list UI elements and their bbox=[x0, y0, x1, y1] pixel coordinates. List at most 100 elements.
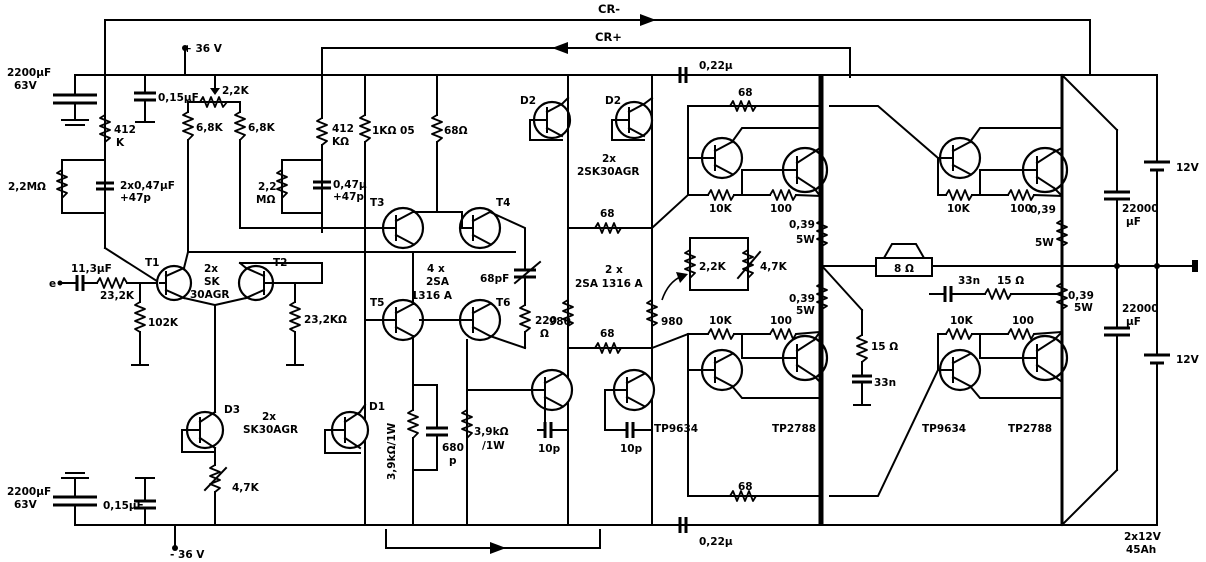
svg-text:D2: D2 bbox=[605, 95, 621, 107]
svg-text:TP2788: TP2788 bbox=[1008, 423, 1052, 435]
svg-text:10K: 10K bbox=[950, 315, 974, 327]
svg-text:5W: 5W bbox=[796, 305, 815, 317]
zobel-left: 15 Ω 33n bbox=[820, 264, 898, 406]
driver-bottom-right: 10p bbox=[604, 368, 656, 455]
c022-bot: 0,22µ bbox=[678, 517, 733, 548]
svg-text:10K: 10K bbox=[947, 203, 971, 215]
output-right-top: 10K 100 bbox=[829, 105, 1069, 215]
svg-text:220: 220 bbox=[535, 315, 557, 327]
r22m-left-network: 2,2MΩ 2x0,47µF +47p bbox=[8, 159, 175, 285]
svg-text:0,22µ: 0,22µ bbox=[699, 60, 733, 72]
svg-text:68Ω: 68Ω bbox=[444, 125, 468, 137]
r39k-and-c680: 3,9kΩ/1W 680 p 3,9kΩ /1W bbox=[386, 384, 509, 526]
svg-text:2x: 2x bbox=[204, 263, 218, 275]
transistor-t5: T5 bbox=[364, 251, 425, 386]
svg-text:Ω: Ω bbox=[540, 328, 549, 340]
svg-text:23,2KΩ: 23,2KΩ bbox=[304, 314, 347, 326]
svg-text:4,7K: 4,7K bbox=[232, 482, 260, 494]
svg-text:5W: 5W bbox=[1035, 237, 1054, 249]
svg-text:680: 680 bbox=[442, 442, 464, 454]
svg-text:2,2: 2,2 bbox=[258, 181, 277, 193]
svg-text:KΩ: KΩ bbox=[332, 136, 349, 148]
svg-text:100: 100 bbox=[770, 315, 792, 327]
transistor-t6: T6 bbox=[419, 297, 527, 526]
svg-text:D1: D1 bbox=[369, 401, 385, 413]
svg-text:TP9634: TP9634 bbox=[654, 423, 698, 435]
svg-text:TP9634: TP9634 bbox=[922, 423, 966, 435]
svg-text:6,8K: 6,8K bbox=[196, 122, 224, 134]
svg-text:100: 100 bbox=[1012, 315, 1034, 327]
output-left-bottom: 10K 100 68 TP9634 TP2788 bbox=[650, 315, 829, 502]
svg-text:p: p bbox=[449, 455, 457, 467]
svg-text:6,8K: 6,8K bbox=[248, 122, 276, 134]
svg-text:10K: 10K bbox=[709, 203, 733, 215]
svg-text:T5: T5 bbox=[370, 297, 384, 309]
svg-text:T1: T1 bbox=[145, 257, 159, 269]
svg-text:2x: 2x bbox=[262, 411, 276, 423]
svg-text:10p: 10p bbox=[538, 443, 561, 455]
svg-text:100: 100 bbox=[770, 203, 792, 215]
svg-text:TP2788: TP2788 bbox=[772, 423, 816, 435]
negative-rail: - 36 V bbox=[74, 524, 1063, 561]
d2-left: D2 bbox=[520, 95, 572, 141]
svg-text:10p: 10p bbox=[620, 443, 643, 455]
r412k-right: 412 KΩ 2,2 MΩ 0,47µ +47p bbox=[256, 74, 367, 284]
transistor-t3: T3 bbox=[370, 197, 463, 250]
bias-network: 2,2K 4,7K bbox=[661, 237, 788, 301]
cap-015-top: 0,15µF bbox=[134, 74, 199, 123]
svg-text:10K: 10K bbox=[709, 315, 733, 327]
input-res-label: 23,2K bbox=[100, 290, 135, 302]
d2-right: D2 2x 2SK30AGR bbox=[577, 95, 654, 178]
svg-text:22000: 22000 bbox=[1122, 203, 1159, 215]
svg-text:3,9kΩ: 3,9kΩ bbox=[474, 426, 509, 438]
svg-text:15 Ω: 15 Ω bbox=[871, 341, 898, 353]
svg-text:0,39: 0,39 bbox=[1030, 204, 1056, 216]
svg-text:0,39: 0,39 bbox=[1068, 290, 1094, 302]
cap-2200-bot-volt: 63V bbox=[14, 499, 38, 511]
d1-current-source: D1 bbox=[324, 401, 385, 454]
svg-text:1KΩ 05: 1KΩ 05 bbox=[372, 125, 415, 137]
svg-text:0,39: 0,39 bbox=[789, 293, 815, 305]
svg-text:2SA 1316 A: 2SA 1316 A bbox=[575, 278, 644, 290]
svg-text:0,39: 0,39 bbox=[789, 219, 815, 231]
svg-text:980: 980 bbox=[549, 316, 571, 328]
cr-minus-feedback-loop: CR- bbox=[104, 2, 1091, 169]
output-bus-right: 0,39 5W 0,39 5W bbox=[1030, 75, 1094, 525]
svg-text:0,47µ: 0,47µ bbox=[333, 179, 367, 191]
svg-text:22000: 22000 bbox=[1122, 303, 1159, 315]
cap-2200-top-value: 2200µF bbox=[7, 67, 51, 79]
speaker: 8 Ω bbox=[821, 243, 1198, 277]
svg-text:SK30AGR: SK30AGR bbox=[243, 424, 298, 436]
svg-text:68: 68 bbox=[600, 328, 615, 340]
cap-2200-top-volt: 63V bbox=[14, 80, 38, 92]
svg-text:412: 412 bbox=[332, 123, 354, 135]
svg-text:T6: T6 bbox=[496, 297, 510, 309]
cap-2200-bot-value: 2200µF bbox=[7, 486, 51, 498]
cap-2200-bot: 2200µF 63V bbox=[7, 472, 97, 526]
transistor-t2: T2 2x SK 30AGR bbox=[190, 257, 323, 307]
cap-015-bot: 0,15µF bbox=[103, 477, 156, 526]
cap-015-bot-value: 0,15µF bbox=[103, 500, 144, 512]
rail-pos-label: + 36 V bbox=[183, 43, 223, 55]
r102k-label: 102K bbox=[148, 317, 179, 329]
svg-text:2SA: 2SA bbox=[426, 276, 450, 288]
svg-text:2,2MΩ: 2,2MΩ bbox=[8, 181, 46, 193]
c68pf-and-r220: 68pF 220 Ω bbox=[480, 251, 557, 349]
svg-text:45Ah: 45Ah bbox=[1126, 544, 1156, 556]
svg-text:30AGR: 30AGR bbox=[190, 289, 229, 301]
svg-text:412: 412 bbox=[114, 124, 136, 136]
svg-text:68: 68 bbox=[738, 481, 753, 493]
d3-current-source: D3 2x SK30AGR 4,7K bbox=[181, 304, 298, 526]
supply-section: 22000 µF 22000 µF 12V 12V 2x12V 45Ah bbox=[1060, 73, 1200, 556]
svg-text:2 x: 2 x bbox=[605, 264, 623, 276]
cr-minus-label: CR- bbox=[598, 2, 620, 16]
transistor-t1: T1 bbox=[145, 250, 217, 307]
bottom-loop bbox=[385, 529, 601, 554]
cr-plus-label: CR+ bbox=[595, 30, 622, 44]
svg-text:2x0,47µF: 2x0,47µF bbox=[120, 180, 175, 192]
r1k-and-r68: 1KΩ 05 68Ω bbox=[359, 74, 468, 526]
diff-load-network: 2,2K 6,8K 6,8K bbox=[182, 74, 516, 253]
svg-text:8 Ω: 8 Ω bbox=[894, 263, 914, 275]
rail-neg-label: - 36 V bbox=[170, 549, 205, 561]
svg-text:4,7K: 4,7K bbox=[760, 261, 788, 273]
